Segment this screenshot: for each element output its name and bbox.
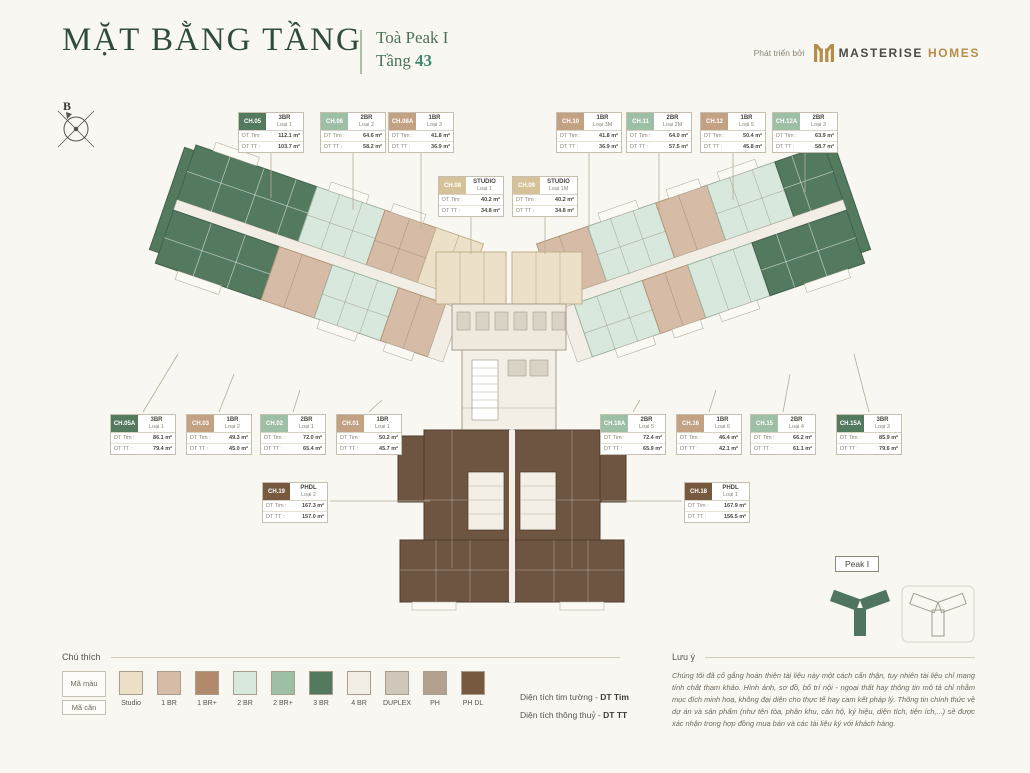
leader-lines bbox=[142, 153, 870, 502]
header-divider bbox=[360, 30, 362, 74]
locator-peak1-icon bbox=[829, 589, 891, 636]
legend-item: PH bbox=[416, 671, 454, 707]
penthouse-towers bbox=[397, 429, 627, 611]
developer-prefix: Phát triển bởi bbox=[753, 48, 805, 58]
dt-tim-note: Diện tích tim tường - bbox=[520, 692, 601, 702]
disclaimer: Lưu ý Chúng tôi đã cố gắng hoàn thiện tà… bbox=[672, 652, 975, 730]
central-block bbox=[435, 251, 583, 433]
studio-left bbox=[435, 251, 507, 305]
legend-color-swatch bbox=[271, 671, 295, 695]
legend: Chú thích Mã màu Mã căn Studio 1 BR 1 BR… bbox=[62, 652, 620, 715]
developer-block: Phát triển bởi MASTERISE HOMES bbox=[754, 44, 980, 62]
brand-name: MASTERISE bbox=[838, 46, 923, 60]
legend-item: Studio bbox=[112, 671, 150, 707]
legend-item: 1 BR+ bbox=[188, 671, 226, 707]
compass-north-label: B bbox=[63, 99, 71, 113]
masterise-logo-icon bbox=[813, 44, 834, 62]
disclaimer-heading: Lưu ý bbox=[672, 652, 696, 662]
legend-color-swatch bbox=[385, 671, 409, 695]
area-notes: Diện tích tim tường - DT Tim Diện tích t… bbox=[520, 692, 629, 728]
floor-number: 43 bbox=[414, 51, 432, 70]
legend-color-swatch bbox=[423, 671, 447, 695]
locator-other-tower-icon bbox=[909, 592, 967, 637]
disclaimer-text: Chúng tôi đã cố gắng hoàn thiện tài liệu… bbox=[672, 671, 975, 728]
legend-type-label: Studio bbox=[121, 700, 141, 707]
legend-color-swatch bbox=[119, 671, 143, 695]
legend-rule bbox=[110, 656, 620, 658]
brand-logo: MASTERISE HOMES bbox=[813, 44, 980, 62]
legend-item: 4 BR bbox=[340, 671, 378, 707]
compass-icon: B bbox=[57, 99, 95, 148]
legend-color-swatch bbox=[195, 671, 219, 695]
brand-suffix: HOMES bbox=[927, 46, 980, 60]
legend-type-label: 2 BR+ bbox=[273, 700, 293, 707]
disclaimer-rule bbox=[705, 656, 975, 658]
legend-code-row-label: Mã căn bbox=[62, 700, 106, 715]
legend-type-label: 1 BR+ bbox=[197, 700, 217, 707]
legend-color-swatch bbox=[233, 671, 257, 695]
legend-type-label: 2 BR bbox=[237, 700, 253, 707]
studio-right bbox=[511, 251, 583, 305]
legend-item: 2 BR bbox=[226, 671, 264, 707]
legend-type-label: PH bbox=[430, 700, 440, 707]
legend-item: 3 BR bbox=[302, 671, 340, 707]
legend-color-swatch bbox=[347, 671, 371, 695]
legend-color-swatch bbox=[157, 671, 181, 695]
floor-label: Tầng bbox=[376, 51, 411, 70]
legend-type-label: 1 BR bbox=[161, 700, 177, 707]
dt-tt-note: Diện tích thông thuỷ - bbox=[520, 710, 604, 720]
legend-swatch-row: Studio 1 BR 1 BR+ 2 BR 2 BR+ 3 BR 4 BR D… bbox=[112, 671, 492, 707]
legend-item: DUPLEX bbox=[378, 671, 416, 707]
legend-type-label: 4 BR bbox=[351, 700, 367, 707]
legend-color-swatch bbox=[461, 671, 485, 695]
locator-other-frame bbox=[901, 585, 975, 643]
left-wing bbox=[148, 141, 485, 363]
legend-type-label: PH DL bbox=[462, 700, 484, 707]
legend-color-row-label: Mã màu bbox=[62, 671, 106, 697]
page-title: MẶT BẰNG TẦNG bbox=[62, 22, 362, 58]
legend-row-labels: Mã màu Mã căn bbox=[62, 671, 106, 715]
legend-item: 2 BR+ bbox=[264, 671, 302, 707]
legend-color-swatch bbox=[309, 671, 333, 695]
dt-tt-abbr: DT TT bbox=[603, 710, 628, 720]
legend-heading: Chú thích bbox=[62, 652, 101, 662]
right-wing bbox=[535, 144, 872, 363]
legend-item: 1 BR bbox=[150, 671, 188, 707]
locator-label: Peak I bbox=[835, 556, 880, 572]
legend-item: PH DL bbox=[454, 671, 492, 707]
legend-type-label: 3 BR bbox=[313, 700, 329, 707]
dt-tim-abbr: DT Tim bbox=[600, 692, 629, 702]
tower-name: Toà Peak I bbox=[376, 28, 449, 47]
legend-type-label: DUPLEX bbox=[382, 700, 411, 707]
